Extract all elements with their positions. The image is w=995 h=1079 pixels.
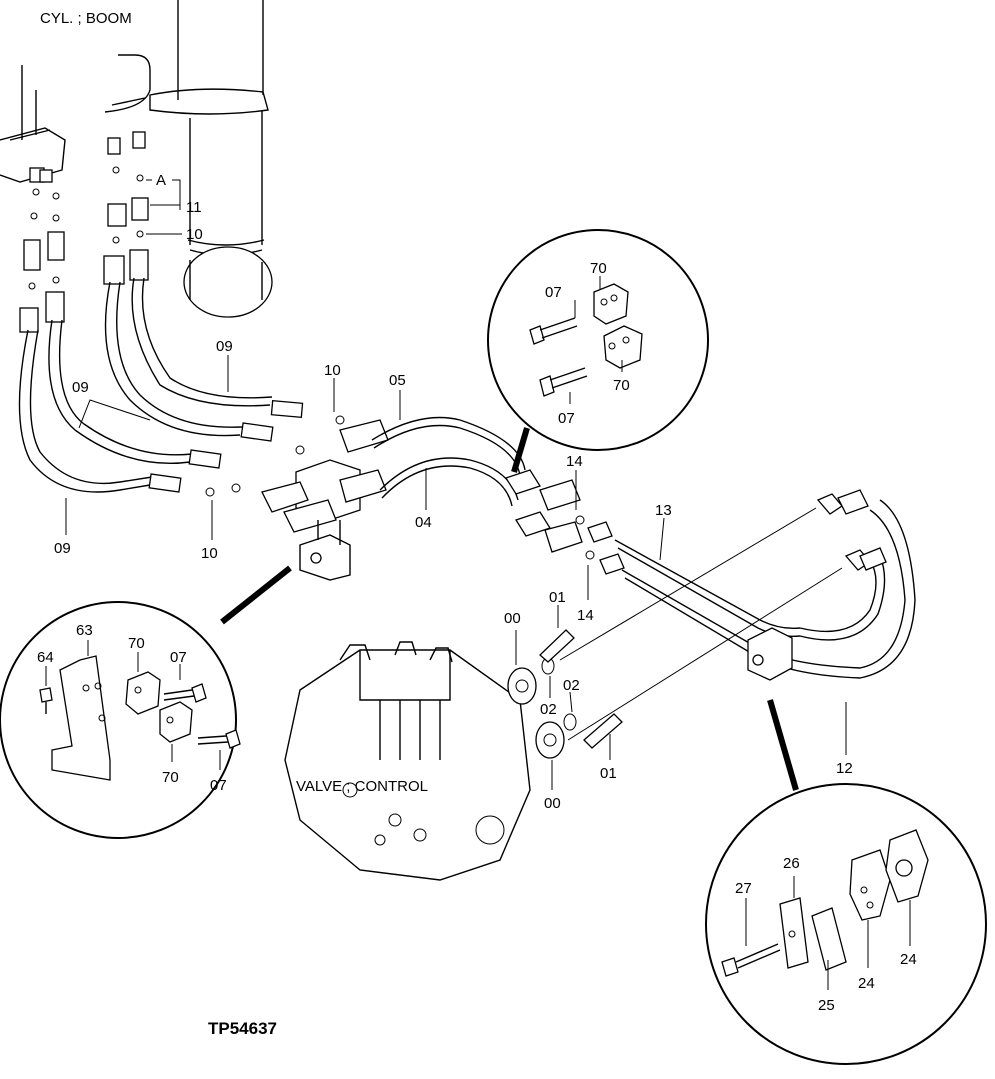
callout-02-right: 02 bbox=[563, 677, 580, 694]
control-valve bbox=[284, 641, 531, 881]
detail-pipe-clamp-callout-24-right: 24 bbox=[900, 951, 917, 968]
detail-clamp-callout-07-low: 07 bbox=[558, 410, 575, 427]
callout-13: 13 bbox=[655, 502, 672, 519]
fittings-left bbox=[19, 167, 65, 333]
callout-01-top: 01 bbox=[549, 589, 566, 606]
callout-14-low: 14 bbox=[577, 607, 594, 624]
callout-09-top: 09 bbox=[216, 338, 233, 355]
callout-14-top: 14 bbox=[566, 453, 583, 470]
callout-11: 11 bbox=[186, 199, 202, 216]
detail-bracket-callout-64: 64 bbox=[37, 649, 54, 666]
pipes-12-13 bbox=[587, 489, 916, 681]
detail-pipe-clamp-callout-25: 25 bbox=[818, 997, 835, 1014]
hoses-09 bbox=[18, 277, 345, 497]
detail-clamp-callout-70-low: 70 bbox=[613, 377, 630, 394]
pipe-clamp-assembly bbox=[505, 469, 595, 560]
callout-02-left: 02 bbox=[540, 701, 557, 718]
drawing-code: TP54637 bbox=[208, 1019, 277, 1038]
detail-clamp-callout-07-top: 07 bbox=[545, 284, 562, 301]
detail-bracket-callout-70-low: 70 bbox=[162, 769, 179, 786]
page-title: CYL. ; BOOM bbox=[40, 10, 132, 27]
detail-pipe-clamp-callout-26: 26 bbox=[783, 855, 800, 872]
leader-clamp-detail bbox=[511, 427, 530, 473]
manifold-block bbox=[0, 65, 66, 183]
callout-00-top: 00 bbox=[504, 610, 521, 627]
fittings-center bbox=[103, 54, 151, 285]
detail-bracket-callout-70-top: 70 bbox=[128, 635, 145, 652]
detail-bracket-callout-63: 63 bbox=[76, 622, 93, 639]
callout-00-low: 00 bbox=[544, 795, 561, 812]
detail-clamp-callout-70-top: 70 bbox=[590, 260, 607, 277]
detail-pipe-clamp-callout-24-left: 24 bbox=[858, 975, 875, 992]
tee-block bbox=[261, 419, 389, 581]
pipes-04-05 bbox=[371, 416, 526, 507]
leader-bracket-detail bbox=[220, 565, 292, 625]
callout-10-low: 10 bbox=[201, 545, 218, 562]
detail-pipe-clamp bbox=[705, 783, 987, 1065]
detail-bracket-callout-07-top: 07 bbox=[170, 649, 187, 666]
callout-09-mid: 09 bbox=[72, 379, 89, 396]
callout-04: 04 bbox=[415, 514, 432, 531]
detail-bracket-callout-07-low: 07 bbox=[210, 777, 227, 794]
callout-group-a: A 11 10 bbox=[146, 172, 203, 243]
callout-a: A bbox=[156, 172, 166, 189]
callout-10-upper: 10 bbox=[324, 362, 341, 379]
callout-09-low: 09 bbox=[54, 540, 71, 557]
callout-10-top: 10 bbox=[186, 226, 203, 243]
detail-clamp bbox=[487, 229, 709, 451]
callout-01-low: 01 bbox=[600, 765, 617, 782]
boom-cylinder bbox=[149, 0, 273, 318]
detail-pipe-clamp-callout-27: 27 bbox=[735, 880, 752, 897]
detail-bracket bbox=[0, 601, 241, 839]
callout-05: 05 bbox=[389, 372, 406, 389]
valve-label: VALVE ; CONTROL bbox=[296, 778, 428, 795]
flanges-00 bbox=[507, 629, 623, 759]
leader-pipe-clamp-detail bbox=[767, 699, 799, 791]
callout-12: 12 bbox=[836, 760, 853, 777]
